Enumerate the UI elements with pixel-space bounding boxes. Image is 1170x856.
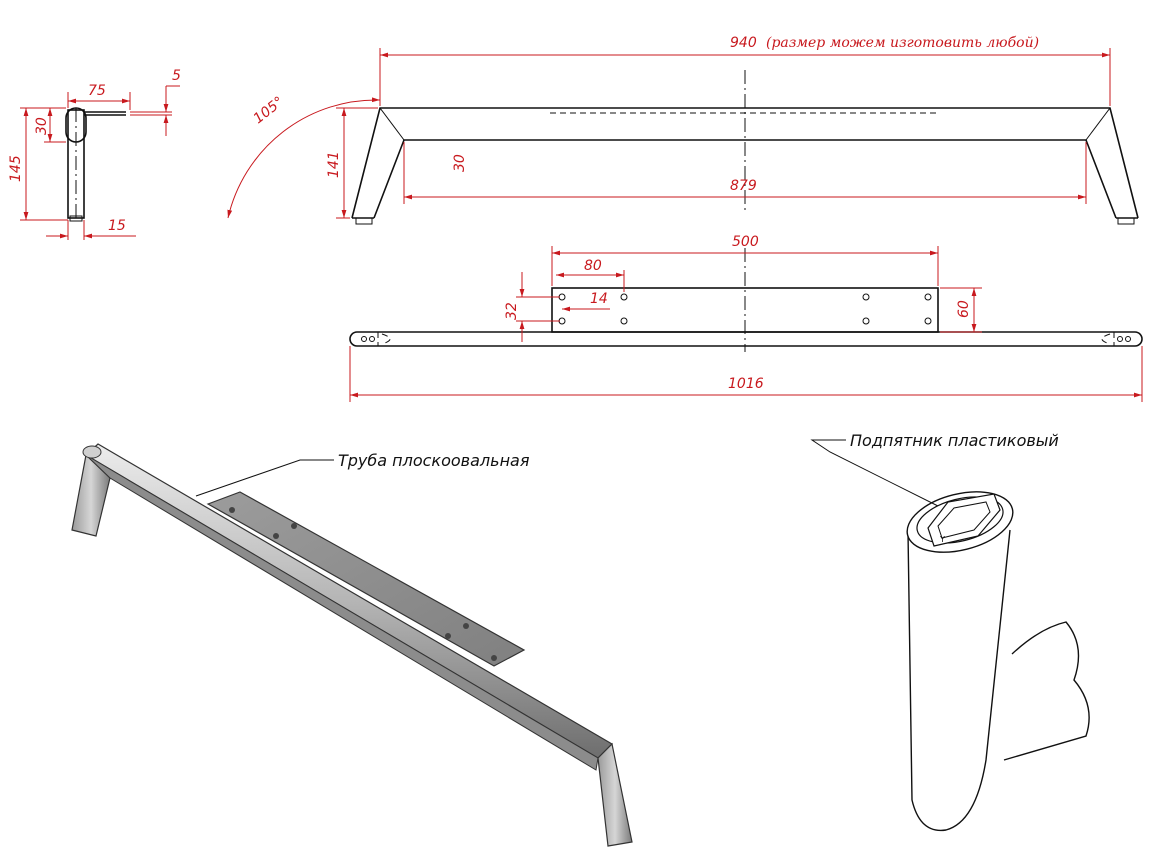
svg-text:Y: Y	[939, 535, 945, 544]
dim-frame-height: 141	[326, 151, 342, 178]
dim-inner-length: 879	[730, 178, 757, 194]
iso-plate-hole	[291, 523, 297, 529]
dim-side-height: 145	[8, 155, 24, 182]
iso-plate-hole	[463, 623, 469, 629]
dim-leg-angle: 105°	[251, 94, 287, 127]
dim-plate-thickness: 5	[172, 68, 181, 84]
front-view: 940 (размер можем изготовить любой) 141 …	[227, 35, 1139, 225]
dim-hole-spacing-y: 32	[504, 302, 520, 320]
dim-front-tube-height: 30	[452, 154, 468, 172]
plate-hole	[924, 293, 932, 301]
dim-overall-length: 1016	[728, 376, 764, 392]
iso-plate-hole	[491, 655, 497, 661]
plate-hole	[620, 293, 628, 301]
iso-plate-hole	[445, 633, 451, 639]
plate-hole	[620, 317, 628, 325]
dim-side-leg-width: 15	[108, 218, 126, 234]
dim-side-tube-height: 30	[34, 117, 50, 135]
top-view: 500 80 14 32 60 1016	[349, 234, 1143, 402]
dim-overall-top-length: 940	[730, 35, 757, 51]
foot-detail: Y Подпятник пластиковый	[810, 431, 1090, 832]
dim-hole-spacing-x: 80	[584, 258, 602, 274]
dim-plate-width: 60	[956, 300, 972, 318]
isometric-frame: Труба плоскоовальная	[71, 443, 633, 847]
dim-length-note: (размер можем изготовить любой)	[766, 35, 1039, 51]
dim-plate-length: 500	[732, 234, 759, 250]
side-view: 75 5 30 145 15	[8, 68, 181, 240]
plate-hole	[862, 317, 870, 325]
iso-plate-hole	[229, 507, 235, 513]
dim-side-width: 75	[88, 83, 106, 99]
dim-hole-offset: 14	[590, 291, 608, 307]
plate-hole	[924, 317, 932, 325]
callout-tube: Труба плоскоовальная	[338, 451, 530, 470]
callout-foot: Подпятник пластиковый	[850, 431, 1059, 450]
iso-plate-hole	[273, 533, 279, 539]
plate-hole	[862, 293, 870, 301]
